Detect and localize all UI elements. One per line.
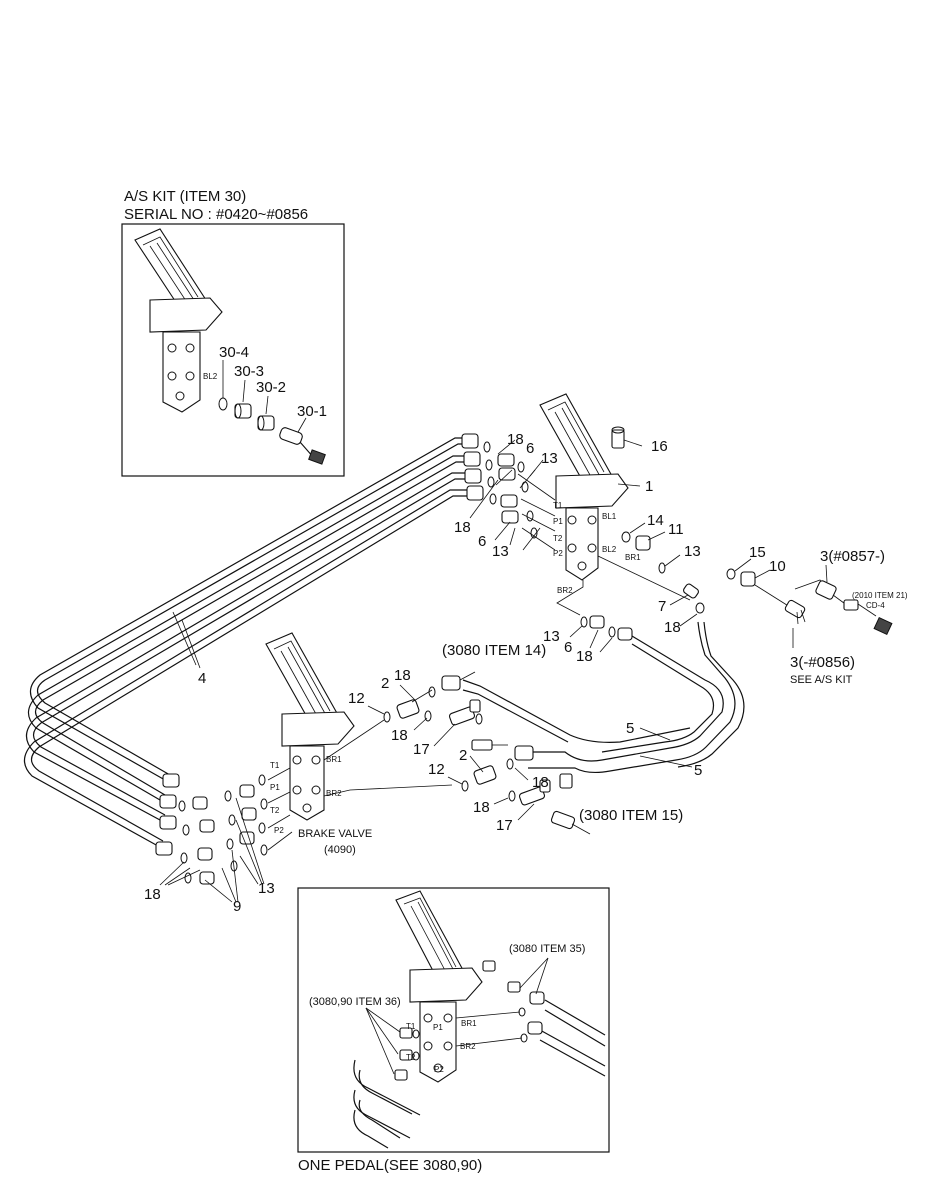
callout-30-1: 30-1 (297, 403, 327, 420)
callout-5-a: 5 (626, 720, 634, 737)
plug-14-11 (621, 522, 666, 551)
port-p2-upper: P2 (553, 549, 563, 558)
see-as-kit-note: SEE A/S KIT (790, 674, 853, 686)
callout-14: 14 (647, 512, 664, 529)
callout-6-br2: 6 (564, 639, 572, 656)
hose-bundle-4 (23, 433, 484, 856)
callout-3-new: 3(#0857-) (820, 548, 885, 565)
one-pedal-port-br1: BR1 (461, 1019, 477, 1028)
callout-18-upper-a: 18 (507, 431, 524, 448)
one-pedal-port-p2: P2 (434, 1065, 444, 1074)
as-kit-inset: A/S KIT (ITEM 30) SERIAL NO : #0420~#085… (121, 188, 345, 477)
port-t2-upper: T2 (553, 534, 563, 543)
upper-fittings (469, 439, 556, 551)
callout-18-br2: 18 (576, 648, 593, 665)
brake-valve-label: BRAKE VALVE (298, 828, 372, 840)
callout-6-upper-b: 6 (478, 533, 486, 550)
hose-5 (462, 621, 745, 774)
as-kit-frame (121, 223, 345, 477)
one-pedal-port-t1: T1 (406, 1022, 416, 1031)
as-kit-switch (257, 415, 275, 431)
br2-line-upper (556, 580, 633, 653)
callout-18-tee-d: 18 (473, 799, 490, 816)
port-br1-upper: BR1 (625, 553, 641, 562)
port-br1-lower: BR1 (326, 755, 342, 764)
callout-2-b: 2 (459, 747, 467, 764)
as-kit-pedal-icon (134, 228, 223, 413)
callout-16: 16 (651, 438, 668, 455)
callout-18-tee-b: 18 (391, 727, 408, 744)
callout-2-a: 2 (381, 675, 389, 692)
callout-13-br2: 13 (543, 628, 560, 645)
port-p1-lower: P1 (270, 783, 280, 792)
ref-cd-4: CD-4 (866, 601, 885, 610)
tee-fittings (396, 671, 591, 835)
callout-15: 15 (749, 544, 766, 561)
callout-9: 9 (233, 898, 241, 915)
callout-13-br1: 13 (684, 543, 701, 560)
lower-brake-valve (265, 632, 355, 821)
as-kit-title: A/S KIT (ITEM 30) (124, 188, 246, 205)
port-bl2: BL2 (602, 545, 617, 554)
callout-11: 11 (668, 521, 684, 538)
brake-valve-code: (4090) (324, 844, 356, 856)
callout-17-a: 17 (413, 741, 430, 758)
port-t2-lower: T2 (270, 806, 280, 815)
one-pedal-caption: ONE PEDAL(SEE 3080,90) (298, 1157, 482, 1174)
callout-30-3: 30-3 (234, 363, 264, 380)
as-kit-port-bl2: BL2 (203, 372, 218, 381)
br1-line (597, 554, 705, 614)
port-t1-upper: T1 (553, 501, 563, 510)
as-kit-adapter (234, 403, 252, 419)
one-pedal-port-br2: BR2 (460, 1042, 476, 1051)
as-kit-oring (218, 397, 228, 411)
ref-3080-90-item-36: (3080,90 ITEM 36) (309, 996, 401, 1008)
as-kit-connector (279, 427, 326, 465)
callout-3-old: 3(-#0856) (790, 654, 855, 671)
callout-18-br1: 18 (664, 619, 681, 636)
one-pedal-inset (297, 887, 610, 1153)
one-pedal-frame (297, 887, 610, 1153)
upper-brake-valve (539, 393, 643, 581)
lower-br-lines (323, 711, 469, 797)
callout-12-a: 12 (348, 690, 365, 707)
callout-12-b: 12 (428, 761, 445, 778)
ref-3080-item-15: (3080 ITEM 15) (579, 807, 683, 824)
port-bl1: BL1 (602, 512, 617, 521)
callout-18-lower: 18 (144, 886, 161, 903)
callout-13-lower: 13 (258, 880, 275, 897)
callout-18-upper-b: 18 (454, 519, 471, 536)
callout-18-tee-a: 18 (394, 667, 411, 684)
one-pedal-port-t2: T2 (406, 1053, 416, 1062)
one-pedal-port-p1: P1 (433, 1023, 443, 1032)
callout-7: 7 (658, 598, 666, 615)
callout-5-b: 5 (694, 762, 702, 779)
ref-3080-item-35: (3080 ITEM 35) (509, 943, 585, 955)
callout-17-b: 17 (496, 817, 513, 834)
callout-30-2: 30-2 (256, 379, 286, 396)
callout-6-upper-a: 6 (526, 440, 534, 457)
as-kit-serial: SERIAL NO : #0420~#0856 (124, 206, 308, 223)
switch-items-15-10 (726, 558, 893, 648)
callout-13-upper-a: 13 (541, 450, 558, 467)
callout-1: 1 (645, 478, 653, 495)
port-p2-lower: P2 (274, 826, 284, 835)
port-t1-lower: T1 (270, 761, 280, 770)
callout-13-upper-b: 13 (492, 543, 509, 560)
ref-2010-item-21: (2010 ITEM 21) (852, 591, 908, 600)
lower-left-fittings (159, 767, 293, 903)
callout-30-4: 30-4 (219, 344, 249, 361)
callout-10: 10 (769, 558, 786, 575)
callout-4: 4 (198, 670, 206, 687)
port-p1-upper: P1 (553, 517, 563, 526)
port-br2-upper: BR2 (557, 586, 573, 595)
ref-3080-item-14: (3080 ITEM 14) (442, 642, 546, 659)
callout-18-tee-c: 18 (532, 774, 549, 791)
